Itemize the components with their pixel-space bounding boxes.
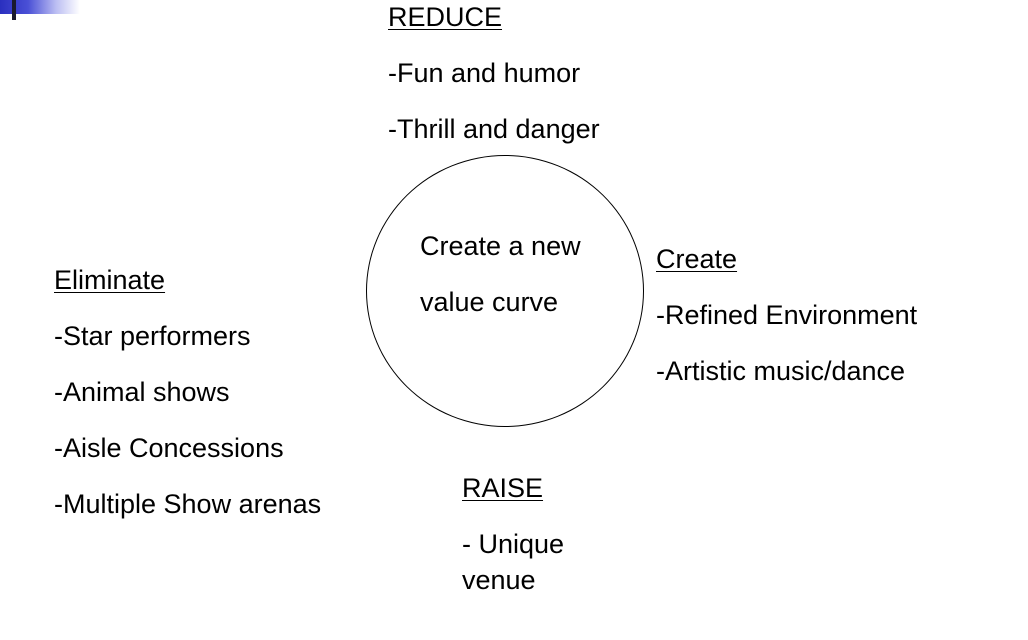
eliminate-block: Eliminate -Star performers -Animal shows… (54, 252, 321, 532)
center-label-line-2: value curve (420, 287, 559, 317)
center-label-line-1: Create a new (420, 231, 581, 261)
create-item: -Refined Environment (656, 300, 918, 330)
eliminate-item: -Multiple Show arenas (54, 489, 322, 519)
raise-heading: RAISE (462, 473, 544, 503)
corner-accent-bar (0, 0, 80, 14)
corner-mark (12, 0, 16, 20)
reduce-item: -Fun and humor (388, 58, 581, 88)
reduce-block: REDUCE -Fun and humor -Thrill and danger (388, 0, 600, 157)
center-label: Create a new value curve (420, 218, 581, 330)
center-circle (366, 155, 644, 427)
create-block: Create -Refined Environment -Artistic mu… (656, 231, 917, 399)
eliminate-heading: Eliminate (54, 265, 166, 295)
reduce-heading: REDUCE (388, 2, 503, 32)
eliminate-item: -Star performers (54, 321, 251, 351)
create-item: -Artistic music/dance (656, 356, 906, 386)
create-heading: Create (656, 244, 738, 274)
eliminate-item: -Aisle Concessions (54, 433, 284, 463)
raise-item: - Unique venue (462, 529, 565, 595)
eliminate-item: -Animal shows (54, 377, 230, 407)
raise-block: RAISE - Unique venue (462, 460, 602, 598)
reduce-item: -Thrill and danger (388, 114, 600, 144)
